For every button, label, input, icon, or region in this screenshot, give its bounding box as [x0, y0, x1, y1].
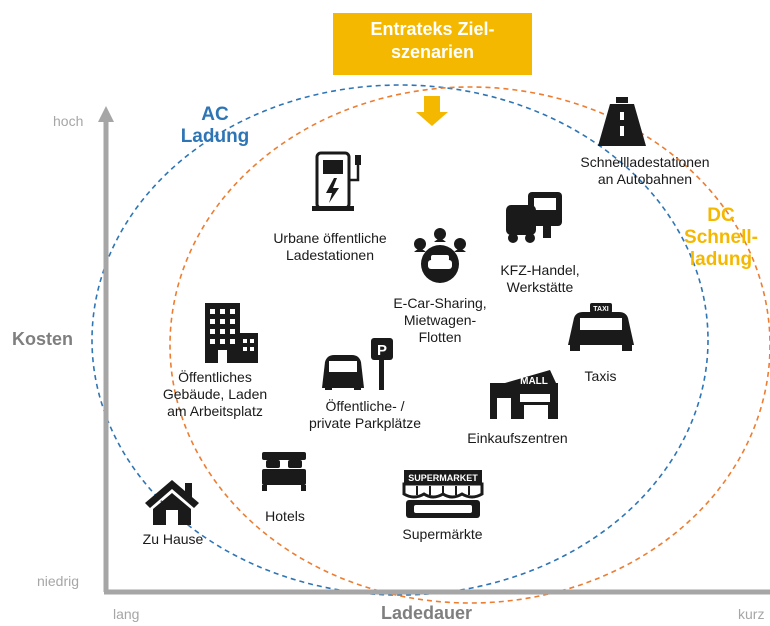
taxi-sign-text: TAXI — [593, 306, 608, 313]
mall-icon — [490, 370, 558, 419]
bed-icon — [262, 452, 306, 491]
y-axis-arrow — [98, 106, 114, 122]
workshop-icon — [506, 192, 562, 243]
car-sharing-icon — [414, 228, 466, 283]
supermarket-sign-text: SUPERMARKET — [408, 473, 478, 483]
label-car-dealers-workshops: KFZ-Handel, Werkstätte — [500, 262, 580, 296]
label-parking-lots: Öffentliche- / private Parkplätze — [308, 398, 422, 432]
label-home: Zu Hause — [142, 531, 204, 547]
parking-sign-text: P — [377, 342, 387, 359]
label-hotels: Hotels — [265, 508, 305, 524]
label-taxis: Taxis — [584, 368, 617, 384]
charging-station-icon — [312, 151, 361, 211]
banner-arrow — [416, 96, 448, 126]
highway-icon — [598, 97, 646, 146]
mall-sign-text: MALL — [520, 376, 548, 387]
taxi-icon — [568, 303, 634, 351]
x-axis-title: Ladedauer — [381, 603, 473, 623]
ac-charging-label: AC Ladung — [180, 104, 250, 147]
dc-charging-region — [169, 86, 770, 604]
ac-charging-region — [91, 84, 709, 596]
x-axis-left-label: lang — [113, 606, 140, 622]
y-axis-low-label: niedrig — [37, 573, 80, 589]
label-public-buildings-workplace: Öffentliches Gebäude, Laden am Arbeitspl… — [162, 369, 268, 420]
label-supermarkets: Supermärkte — [402, 526, 483, 542]
label-highway-fast-charging: Schnellladestationen an Autobahnen — [580, 154, 710, 188]
office-building-icon — [205, 303, 258, 363]
y-axis-high-label: hoch — [53, 113, 84, 129]
house-icon — [145, 480, 199, 525]
y-axis-title: Kosten — [12, 329, 74, 349]
label-urban-public-charging: Urbane öffentliche Ladestationen — [273, 230, 387, 264]
dc-fast-charging-label: DC Schnell- ladung — [684, 205, 758, 270]
parking-icon — [322, 338, 393, 390]
supermarket-icon — [402, 470, 484, 518]
target-scenarios-banner: Entrateks Ziel- szenarien — [333, 13, 532, 75]
label-shopping-centers: Einkaufszentren — [467, 430, 568, 446]
label-car-sharing-fleets: E-Car-Sharing, Mietwagen- Flotten — [393, 295, 487, 346]
x-axis-right-label: kurz — [738, 606, 765, 622]
